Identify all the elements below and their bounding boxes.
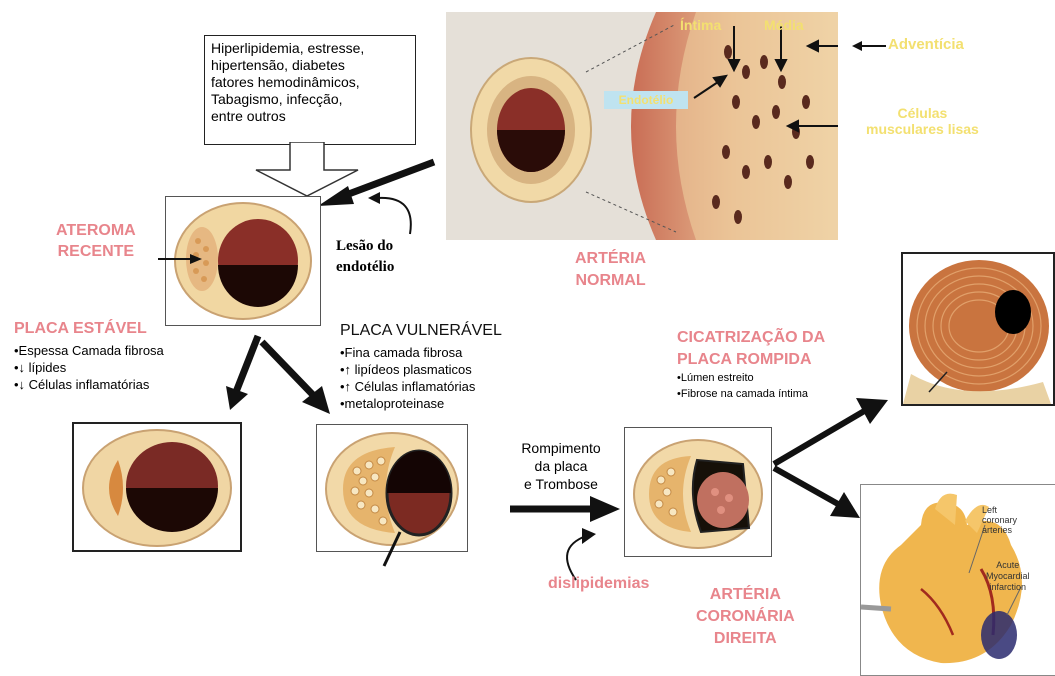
rupture-label-line: Rompimento [506,439,616,457]
rupture-label-line: e Trombose [506,475,616,493]
risk-line: hipertensão, diabetes [211,57,409,74]
curved-arrow-icon [350,190,420,240]
curved-arrow-up-icon [546,522,606,582]
stable-plaque-item: •↓ lípides [14,359,164,376]
risk-factors-box: Hiperlipidemia, estresse, hipertensão, d… [204,35,416,145]
acute-mi-label: Acute Myocardial infarction [986,560,1030,593]
thick-arrow-right-icon [510,494,620,524]
stable-plaque-image [72,422,242,552]
stable-plaque-item: •↓ Células inflamatórias [14,376,164,393]
lesion-label: Lesão do endotélio [336,236,394,278]
acute-mi-line: infarction [986,582,1030,593]
vulnerable-plaque-item: •Fina camada fibrosa [340,344,475,361]
layer-label-media: Média [764,17,804,33]
lesion-label-line: endotélio [336,257,394,278]
dyslipidemia-label: dislipidemias [548,575,649,593]
coronary-title-line: CORONÁRIA [696,606,795,628]
layer-label-endotelio: Endotélio [604,91,688,109]
scarring-title-line: PLACA ROMPIDA [677,349,825,371]
coronary-title: ARTÉRIA CORONÁRIA DIREITA [696,584,795,650]
coronary-title-line: ARTÉRIA [696,584,795,606]
normal-artery-image [446,12,838,240]
vulnerable-plaque-title: PLACA VULNERÁVEL [340,322,502,340]
acute-mi-line: Acute [986,560,1030,571]
smooth-muscle-line: musculares lisas [866,121,979,137]
stable-plaque-title: PLACA ESTÁVEL [14,320,147,338]
vulnerable-plaque-item: •↑ Células inflamatórias [340,378,475,395]
vulnerable-plaque-item: •↑ lipídeos plasmaticos [340,361,475,378]
pointer-arrow-icon [380,524,410,568]
normal-artery-title-line: ARTÉRIA [575,248,646,270]
layer-label-smooth-muscle: Células musculares lisas [866,105,979,137]
risk-line: Hiperlipidemia, estresse, [211,40,409,57]
layer-label-adventicia: Adventícia [888,36,964,53]
left-coronary-label: Left coronary arteries [982,505,1017,535]
rupture-label-line: da placa [506,457,616,475]
acute-mi-line: Myocardial [986,571,1030,582]
left-coronary-line: coronary [982,515,1017,525]
left-coronary-line: arteries [982,525,1017,535]
smooth-muscle-line: Células [866,105,979,121]
risk-line: entre outros [211,108,409,125]
scarring-title-line: CICATRIZAÇÃO DA [677,327,825,349]
arrow-down-right-2-icon [770,464,862,520]
recent-atheroma-title-line: ATEROMA [56,220,136,241]
vulnerable-plaque-list: •Fina camada fibrosa •↑ lipídeos plasmat… [340,344,475,412]
left-coronary-line: Left [982,505,1017,515]
recent-atheroma-title: ATEROMA RECENTE [56,220,136,262]
recent-atheroma-title-line: RECENTE [56,241,136,262]
risk-line: Tabagismo, infecção, [211,91,409,108]
scarred-artery-image [901,252,1055,406]
lesion-label-line: Lesão do [336,236,394,257]
coronary-title-line: DIREITA [696,628,795,650]
stable-plaque-list: •Espessa Camada fibrosa •↓ lípides •↓ Cé… [14,342,164,393]
arrow-right-icon [158,252,204,266]
vulnerable-plaque-item: •metaloproteinase [340,395,475,412]
rupture-label: Rompimento da placa e Trombose [506,439,616,493]
scarring-item: •Lúmen estreito [677,370,808,386]
ruptured-plaque-image [624,427,772,557]
risk-line: fatores hemodinâmicos, [211,74,409,91]
layer-label-intima: Íntima [680,17,721,33]
normal-artery-title: ARTÉRIA NORMAL [575,248,646,292]
normal-artery-title-line: NORMAL [575,270,646,292]
stable-plaque-item: •Espessa Camada fibrosa [14,342,164,359]
arrow-left-icon [852,40,886,52]
scarring-title: CICATRIZAÇÃO DA PLACA ROMPIDA [677,327,825,371]
arrow-up-right-icon [770,396,890,470]
arrow-down-right-icon [258,338,334,416]
